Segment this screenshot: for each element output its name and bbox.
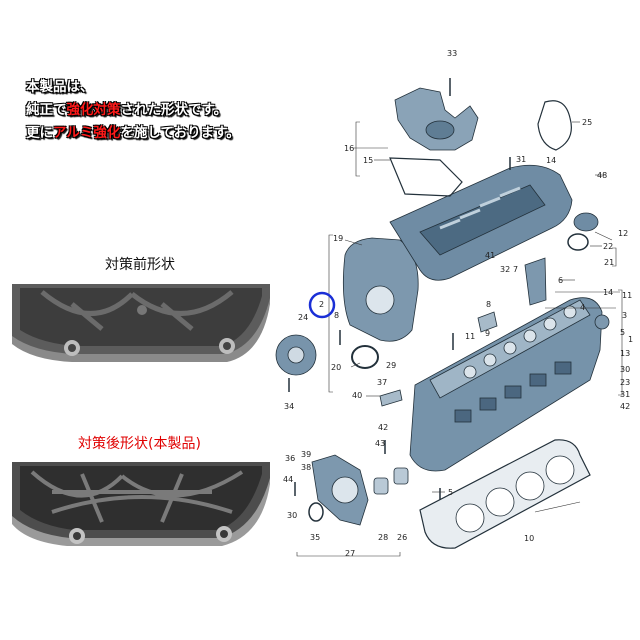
gasket-photo-before	[12, 284, 270, 384]
callout-34: 34	[284, 402, 294, 411]
callout-16: 16	[344, 144, 354, 153]
caption-after: 対策後形状(本製品)	[78, 436, 201, 452]
notice-line-1: 本製品は、	[26, 79, 94, 95]
gasket-photo-after	[12, 462, 270, 554]
callout-3: 3	[622, 311, 627, 320]
callout-8b: 8	[334, 311, 339, 320]
callout-29: 29	[386, 361, 396, 370]
callout-21: 21	[604, 258, 614, 267]
callout-2: 2	[319, 300, 324, 309]
callout-14: 14	[546, 156, 556, 165]
callout-25: 25	[582, 118, 592, 127]
product-notice: 本製品は、 純正で強化対策された形状です。 更にアルミ強化を施しております。	[26, 78, 286, 147]
callout-7: 7	[513, 265, 518, 274]
callout-11: 11	[622, 291, 632, 300]
callout-42: 42	[620, 402, 630, 411]
callout-labels: 33 25 16 15 31 14 48 12 22 21 19 41 32 7…	[283, 49, 633, 558]
callout-44: 44	[283, 475, 293, 484]
callout-14: 14	[603, 288, 613, 297]
callout-9: 9	[485, 329, 490, 338]
callout-20: 20	[331, 363, 341, 372]
callout-43: 43	[375, 439, 385, 448]
callout-31: 31	[516, 155, 526, 164]
callout-30: 30	[620, 365, 630, 374]
notice-line-2: 純正で強化対策された形状です。	[26, 102, 228, 118]
callout-33: 33	[447, 49, 457, 58]
callout-5b: 5	[448, 488, 453, 497]
callout-32: 32	[500, 265, 510, 274]
callout-10: 10	[524, 534, 534, 543]
callout-12: 12	[618, 229, 628, 238]
callout-6: 6	[558, 276, 563, 285]
callout-22: 22	[603, 242, 613, 251]
callout-40: 40	[352, 391, 362, 400]
callout-5: 5	[620, 328, 625, 337]
callout-41: 41	[485, 251, 495, 260]
callout-15: 15	[363, 156, 373, 165]
callout-28: 28	[378, 533, 388, 542]
callout-1: 1	[628, 335, 633, 344]
callout-35: 35	[310, 533, 320, 542]
callout-38: 38	[301, 463, 311, 472]
callout-4: 4	[580, 303, 585, 312]
callout-27: 27	[345, 549, 355, 558]
highlight-circle	[308, 291, 336, 319]
notice-line-3: 更にアルミ強化を施しております。	[26, 125, 240, 141]
callout-37: 37	[377, 378, 387, 387]
callout-31b: 31	[620, 390, 630, 399]
callout-23: 23	[620, 378, 630, 387]
callout-48: 48	[597, 171, 607, 180]
callout-13: 13	[620, 349, 630, 358]
callout-19: 19	[333, 234, 343, 243]
callout-30b: 30	[287, 511, 297, 520]
parts-drawing	[275, 78, 610, 549]
callout-42b: 42	[378, 423, 388, 432]
callout-39: 39	[301, 450, 311, 459]
caption-before: 対策前形状	[105, 257, 175, 273]
callout-24: 24	[298, 313, 308, 322]
callout-26: 26	[397, 533, 407, 542]
callout-36: 36	[285, 454, 295, 463]
callout-8: 8	[486, 300, 491, 309]
callout-11b: 11	[465, 332, 475, 341]
